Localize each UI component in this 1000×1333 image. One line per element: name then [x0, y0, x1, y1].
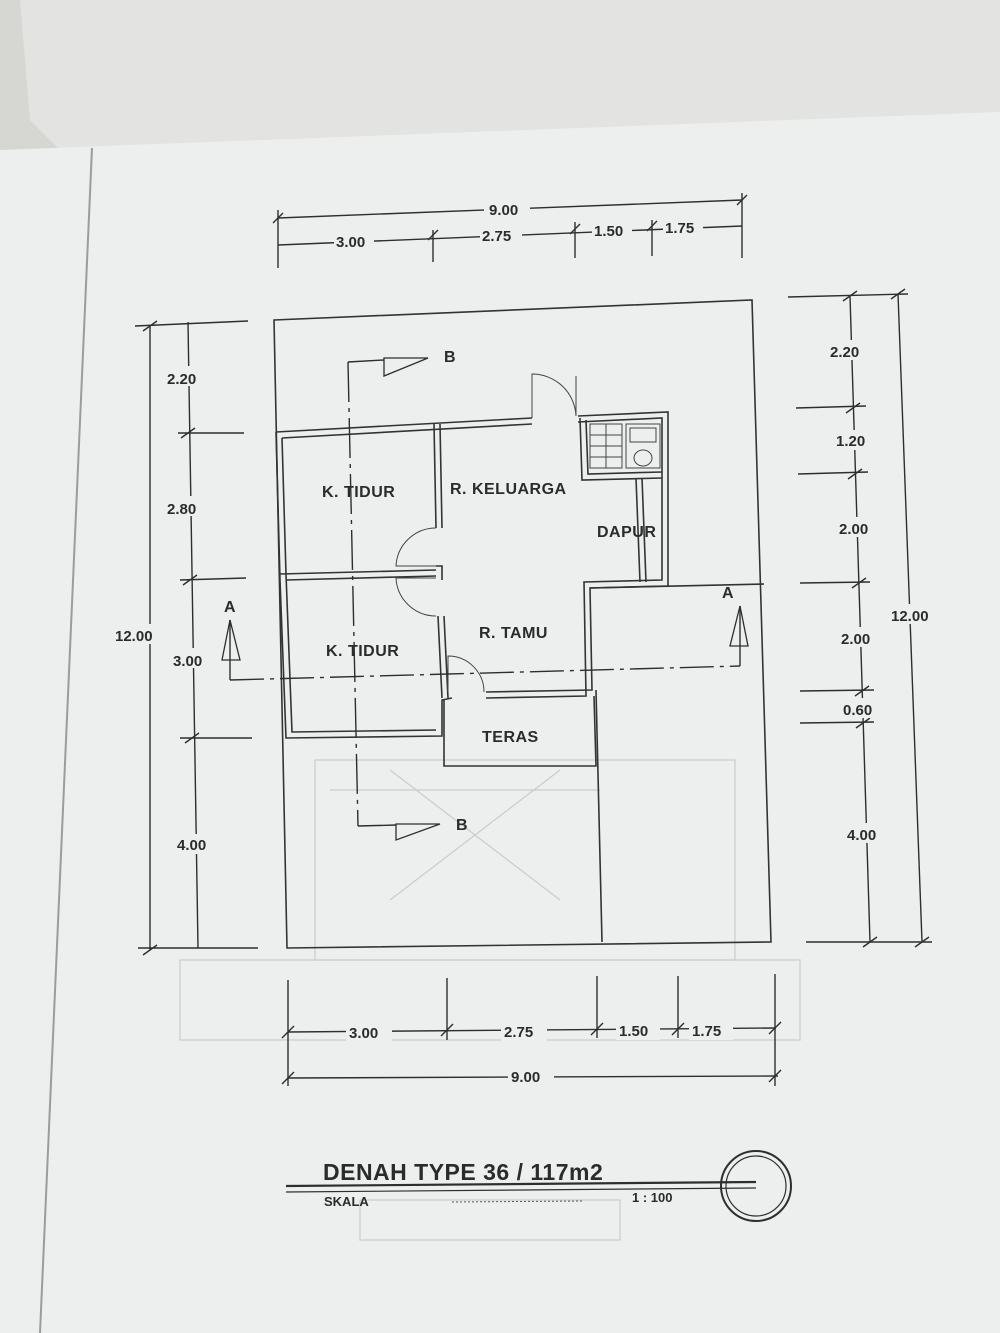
drawing-number-circle [720, 1150, 792, 1222]
scale-label: SKALA [324, 1194, 369, 1209]
top-segment-4: 1.75 [665, 220, 694, 237]
right-segment-5: 0.60 [843, 702, 872, 719]
top-segment-3: 1.50 [594, 223, 623, 240]
show-through-drawing [179, 759, 801, 1241]
section-a-right-label: A [722, 585, 734, 602]
bottom-total-label: 9.00 [511, 1069, 540, 1086]
top-segment-1: 3.00 [336, 234, 365, 251]
right-total-label: 12.00 [891, 608, 929, 625]
section-a-left-label: A [224, 599, 236, 616]
margin-line [39, 147, 93, 1333]
left-segment-2: 2.80 [167, 501, 196, 518]
top-total-label: 9.00 [489, 202, 518, 219]
bathroom-fixtures [589, 423, 661, 469]
right-segment-2: 1.20 [836, 433, 865, 450]
room-label-family-room: R. KELUARGA [450, 481, 567, 498]
right-dimensions: 2.20 1.20 2.00 2.00 0.60 4.00 12.00 [787, 288, 942, 948]
top-dimensions: 9.00 3.00 2.75 1.50 1.75 [272, 193, 748, 268]
bottom-segment-4: 1.75 [692, 1023, 721, 1040]
bottom-segment-3: 1.50 [619, 1023, 648, 1040]
left-segment-1: 2.20 [167, 371, 196, 388]
bottom-dimensions: 3.00 2.75 1.50 1.75 9.00 [281, 974, 782, 1086]
plot-boundary [273, 299, 772, 949]
left-dimensions: 2.20 2.80 3.00 4.00 12.00 [112, 320, 258, 956]
left-segment-4: 4.00 [177, 837, 206, 854]
right-segment-6: 4.00 [847, 827, 876, 844]
bottom-segment-1: 3.00 [349, 1025, 378, 1042]
section-b-top-label: B [444, 349, 456, 366]
house-walls [275, 411, 765, 943]
bottom-segment-2: 2.75 [504, 1024, 533, 1041]
under-page [20, 0, 1000, 150]
drawing-title: DENAH TYPE 36 / 117m2 [323, 1159, 603, 1185]
room-label-bedroom-2: K. TIDUR [326, 643, 399, 660]
room-label-bedroom-1: K. TIDUR [322, 484, 395, 501]
room-label-kitchen: DAPUR [597, 524, 656, 541]
right-segment-1: 2.20 [830, 344, 859, 361]
left-total-label: 12.00 [115, 628, 153, 645]
scale-value: 1 : 100 [632, 1190, 672, 1205]
left-segment-3: 3.00 [173, 653, 202, 670]
room-label-living-room: R. TAMU [479, 625, 548, 642]
section-b-bottom-label: B [456, 817, 468, 834]
section-line-b: B B [347, 349, 468, 841]
right-segment-3: 2.00 [839, 521, 868, 538]
top-segment-2: 2.75 [482, 228, 511, 245]
room-label-terrace: TERAS [482, 729, 539, 746]
right-segment-4: 2.00 [841, 631, 870, 648]
room-labels: K. TIDUR R. KELUARGA DAPUR R. TAMU K. TI… [322, 481, 656, 746]
door-swings [395, 373, 577, 693]
title-block: DENAH TYPE 36 / 117m2 SKALA 1 : 100 [285, 1150, 792, 1222]
section-line-a: A A [221, 585, 749, 681]
